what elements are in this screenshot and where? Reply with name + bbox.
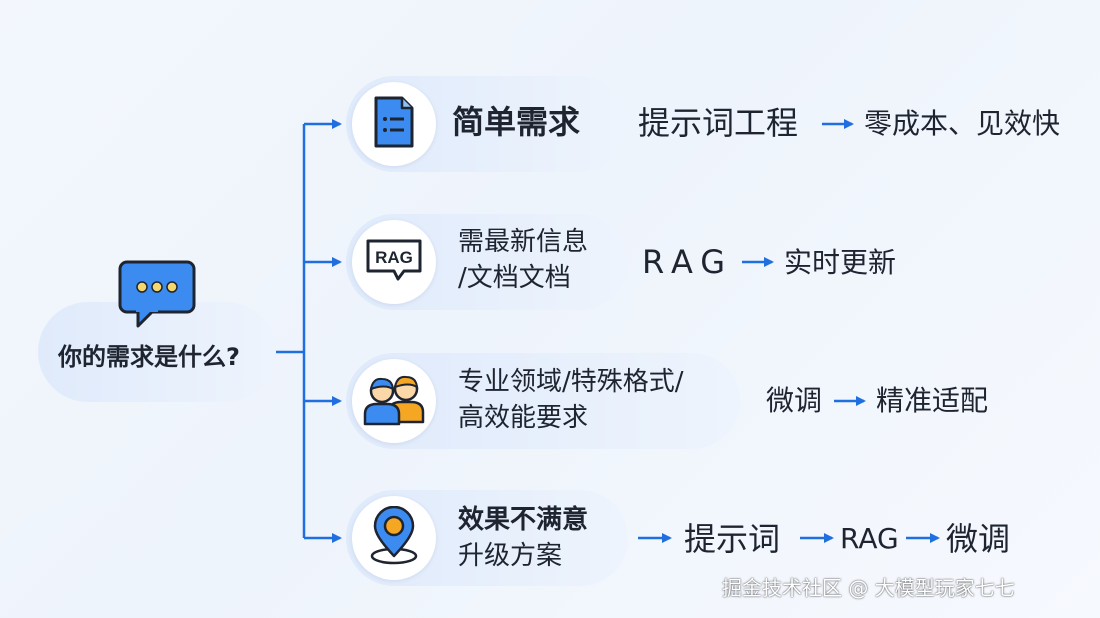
step-label-3: 微调 [946,520,1011,558]
branch-title-1: 简单需求 [452,103,581,141]
svg-text:RAG: RAG [375,248,413,267]
branch-result-2: 实时更新 [784,246,897,279]
list-document-icon [372,94,416,154]
step-label-1: 提示词 [684,520,781,558]
branch-title-3-line1: 专业领域/特殊格式/ [458,367,684,397]
question-pill [38,302,276,402]
branch-method-1: 提示词工程 [638,104,799,142]
branch-method-3: 微调 [766,384,823,417]
branch-result-1: 零成本、见效快 [864,107,1061,140]
branch-method-2: RAG [642,243,734,281]
step-label-2: RAG [840,522,899,555]
chat-bubble-icon [114,258,200,330]
branch-icon-circle-1 [352,82,436,166]
branch-title-4-line1: 效果不满意 [458,505,589,535]
branch-icon-circle-4 [352,496,436,580]
rag-speech-bubble-icon: RAG [364,237,424,287]
branch-title-2-line1: 需最新信息 [458,227,589,257]
branch-icon-circle-2: RAG [352,220,436,304]
watermark: 掘金技术社区 @ 大模型玩家七七 [722,576,1015,600]
branch-title-3-line2: 高效能要求 [458,403,589,433]
branch-result-3: 精准适配 [876,384,989,417]
branch-icon-circle-3 [352,359,436,443]
branch-title-4-line2: 升级方案 [458,541,563,571]
team-people-icon [363,372,425,430]
branch-title-2-line2: /文档文档 [458,263,571,293]
map-pin-icon [367,505,421,570]
question-label: 你的需求是什么? [58,343,240,371]
